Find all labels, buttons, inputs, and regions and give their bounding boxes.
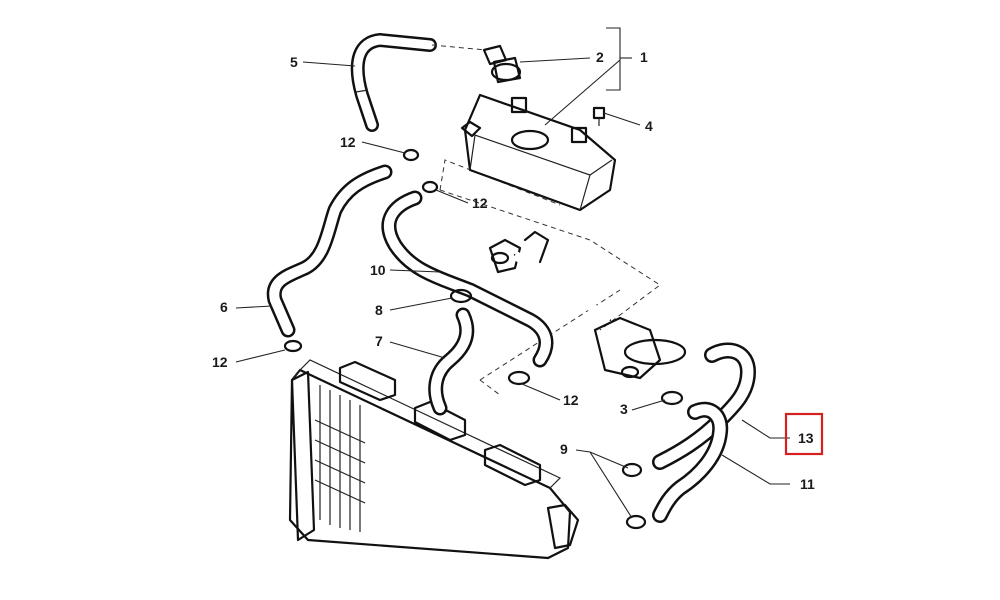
callout-1: 1: [640, 49, 648, 65]
clip: [283, 148, 531, 386]
callout-10: 10: [370, 262, 386, 278]
callout-12-c: 12: [212, 354, 228, 370]
callout-4: 4: [645, 118, 653, 134]
radiator: [288, 359, 580, 560]
callout-3: 3: [620, 401, 628, 417]
leader-lines: [235, 27, 790, 519]
hose-10: [381, 190, 554, 368]
hose-5: [350, 32, 487, 132]
clip-8: [449, 288, 473, 304]
hose-7: [428, 307, 475, 416]
callout-7: 7: [375, 333, 383, 349]
expansion-tank: [460, 93, 617, 212]
hose-11: [652, 401, 729, 523]
callout-11: 11: [800, 476, 815, 492]
callout-8: 8: [375, 302, 383, 318]
highlight-box: [784, 412, 824, 456]
callout-2: 2: [596, 49, 604, 65]
callout-5: 5: [290, 54, 298, 70]
hose-6: [266, 164, 393, 338]
callout-12-b: 12: [472, 195, 488, 211]
clip-9: [621, 462, 647, 530]
callout-12-d: 12: [563, 392, 579, 408]
clip-3: [660, 390, 684, 406]
callout-6: 6: [220, 299, 228, 315]
callouts: 1 2 3 4 5 6 7 8 9 10 11 12 12 12 12 13: [212, 49, 815, 492]
bleed-screw: [592, 106, 606, 126]
coolant-pipe: [488, 230, 687, 380]
callout-12-a: 12: [340, 134, 356, 150]
callout-9: 9: [560, 441, 568, 457]
hose-13: [652, 342, 757, 470]
callout-13: 13: [798, 430, 814, 446]
cap: [482, 44, 522, 84]
